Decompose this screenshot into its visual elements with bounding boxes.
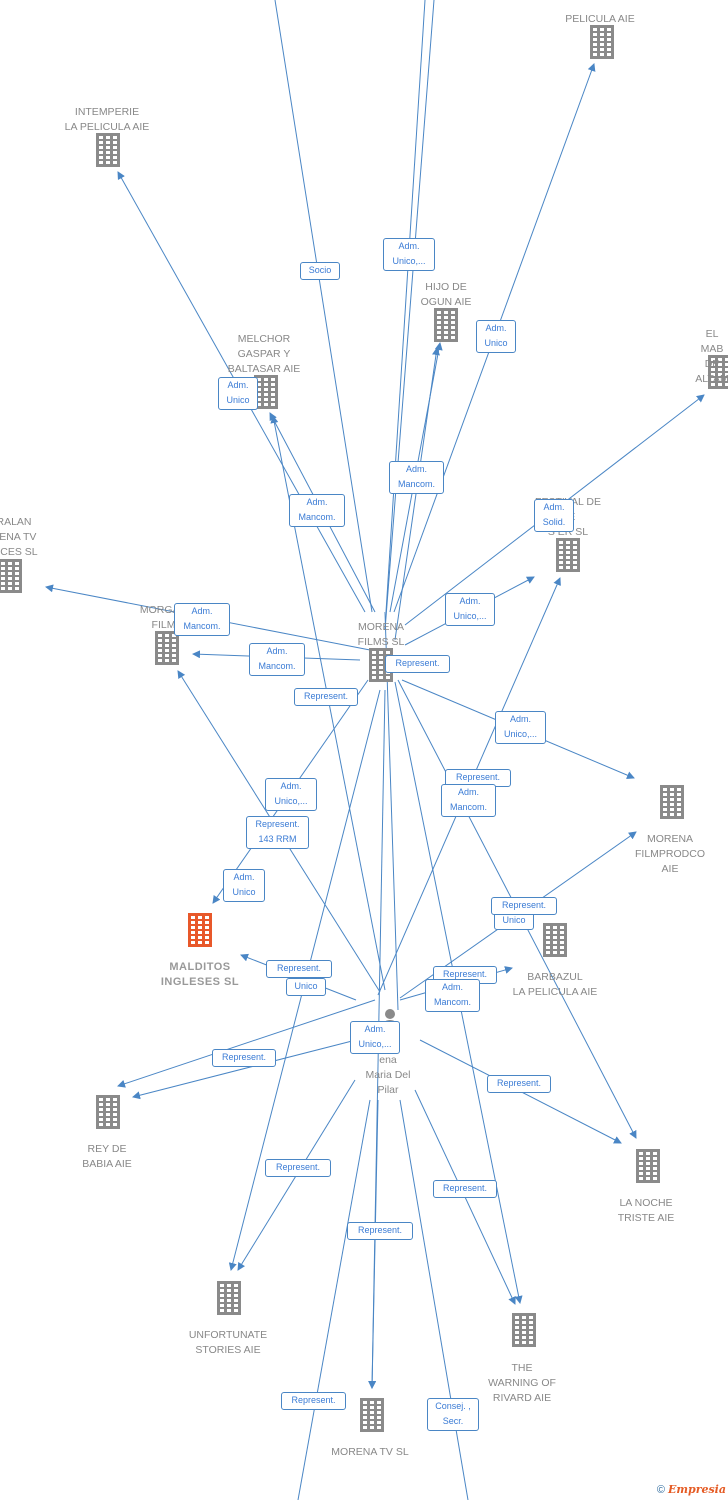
- building-icon[interactable]: [359, 1398, 385, 1432]
- building-icon[interactable]: [589, 25, 615, 59]
- brand-name: Empresia: [667, 1483, 726, 1496]
- relation-badge[interactable]: Represent.: [265, 1159, 331, 1177]
- building-icon[interactable]: [95, 133, 121, 167]
- edge-line: [132, 1039, 357, 1100]
- node-label-morena-films[interactable]: MORENA FILMS SL: [357, 621, 405, 648]
- relation-badge[interactable]: Adm. Unico: [476, 320, 516, 353]
- node-label-filmprodco[interactable]: MORENA FILMPRODCO AIE: [634, 833, 706, 875]
- node-label-unfortunate[interactable]: UNFORTUNATE STORIES AIE: [188, 1329, 268, 1356]
- building-icon[interactable]: [216, 1281, 242, 1315]
- edge-line: [399, 1099, 469, 1500]
- node-label-rey-de-babia[interactable]: REY DE BABIA AIE: [82, 1143, 132, 1170]
- edge-line: [368, 1099, 379, 1389]
- node-label-ralan[interactable]: RALAN RENA TV VICES SL: [0, 516, 38, 558]
- footer-brand: © Empresia: [657, 1483, 726, 1496]
- relation-badge[interactable]: Adm. Unico,...: [383, 238, 435, 271]
- node-label-el-mab[interactable]: EL MAB DE ALTAM: [695, 328, 728, 385]
- building-icon[interactable]: [542, 923, 568, 957]
- building-icon[interactable]: [635, 1149, 661, 1183]
- relation-badge[interactable]: Adm. Unico,...: [350, 1021, 400, 1054]
- relation-badge[interactable]: Adm. Unico,...: [445, 593, 495, 626]
- relation-badge[interactable]: Adm. Unico,...: [265, 778, 317, 811]
- edge-line: [117, 999, 376, 1088]
- edge-line: [274, 0, 373, 613]
- node-label-malditos[interactable]: MALDITOS INGLESES SL: [160, 961, 240, 988]
- building-icon[interactable]: [187, 913, 213, 947]
- relation-badge[interactable]: Represent.: [212, 1049, 276, 1067]
- building-icon[interactable]: [0, 559, 23, 593]
- edge-line: [394, 347, 440, 641]
- relation-badge[interactable]: Adm. Unico: [218, 377, 258, 410]
- relation-badge[interactable]: Adm. Mancom.: [289, 494, 345, 527]
- relation-badge[interactable]: Adm. Mancom.: [174, 603, 230, 636]
- edge-line: [297, 1099, 371, 1500]
- relation-badge[interactable]: Adm. Mancom.: [425, 979, 480, 1012]
- relation-badge[interactable]: Unico: [286, 978, 326, 996]
- node-label-barbazul[interactable]: BARBAZUL LA PELICULA AIE: [512, 971, 598, 998]
- building-icon[interactable]: [511, 1313, 537, 1347]
- relation-badge[interactable]: Represent.: [266, 960, 332, 978]
- building-icon[interactable]: [253, 375, 279, 409]
- relation-badge[interactable]: Represent. 143 RRM: [246, 816, 309, 849]
- node-label-intemperie[interactable]: INTEMPERIE LA PELICULA AIE: [64, 106, 150, 133]
- node-label-noche-triste[interactable]: LA NOCHE TRISTE AIE: [617, 1197, 675, 1224]
- edge-line: [384, 0, 435, 631]
- building-icon[interactable]: [95, 1095, 121, 1129]
- building-icon[interactable]: [659, 785, 685, 819]
- node-label-person[interactable]: ena Maria Del Pilar: [365, 1054, 411, 1096]
- relation-badge[interactable]: Represent.: [347, 1222, 413, 1240]
- relation-badge[interactable]: Adm. Mancom.: [249, 643, 305, 676]
- building-icon[interactable]: [433, 308, 459, 342]
- node-label-melchor[interactable]: MELCHOR GASPAR Y BALTASAR AIE: [227, 333, 301, 375]
- node-label-warning[interactable]: THE WARNING OF RIVARD AIE: [488, 1362, 556, 1404]
- relation-badge[interactable]: Consej. , Secr.: [427, 1398, 479, 1431]
- relation-badge[interactable]: Adm. Unico,...: [495, 711, 546, 744]
- building-icon[interactable]: [154, 631, 180, 665]
- relation-badge[interactable]: Adm. Solid.: [534, 499, 574, 532]
- building-icon[interactable]: [707, 355, 728, 389]
- relation-badge[interactable]: Represent.: [433, 1180, 497, 1198]
- relation-badge[interactable]: Represent.: [487, 1075, 551, 1093]
- relation-badge[interactable]: Adm. Mancom.: [441, 784, 496, 817]
- building-icon[interactable]: [555, 538, 581, 572]
- node-label-morena-tv[interactable]: MORENA TV SL: [331, 1446, 409, 1458]
- relation-badge[interactable]: Represent.: [294, 688, 358, 706]
- relation-badge[interactable]: Adm. Unico: [223, 869, 265, 902]
- edge-line: [385, 0, 426, 613]
- relation-badge[interactable]: Represent.: [491, 897, 557, 915]
- relation-badge[interactable]: Represent.: [281, 1392, 346, 1410]
- relation-badge[interactable]: Socio: [300, 262, 340, 280]
- relation-badge[interactable]: Represent.: [385, 655, 450, 673]
- relation-badge[interactable]: Adm. Mancom.: [389, 461, 444, 494]
- node-label-hijo-de-ogun[interactable]: HIJO DE OGUN AIE: [420, 281, 472, 308]
- node-label-pelicula-aie[interactable]: PELICULA AIE: [565, 13, 635, 25]
- copyright-symbol: ©: [656, 1484, 665, 1496]
